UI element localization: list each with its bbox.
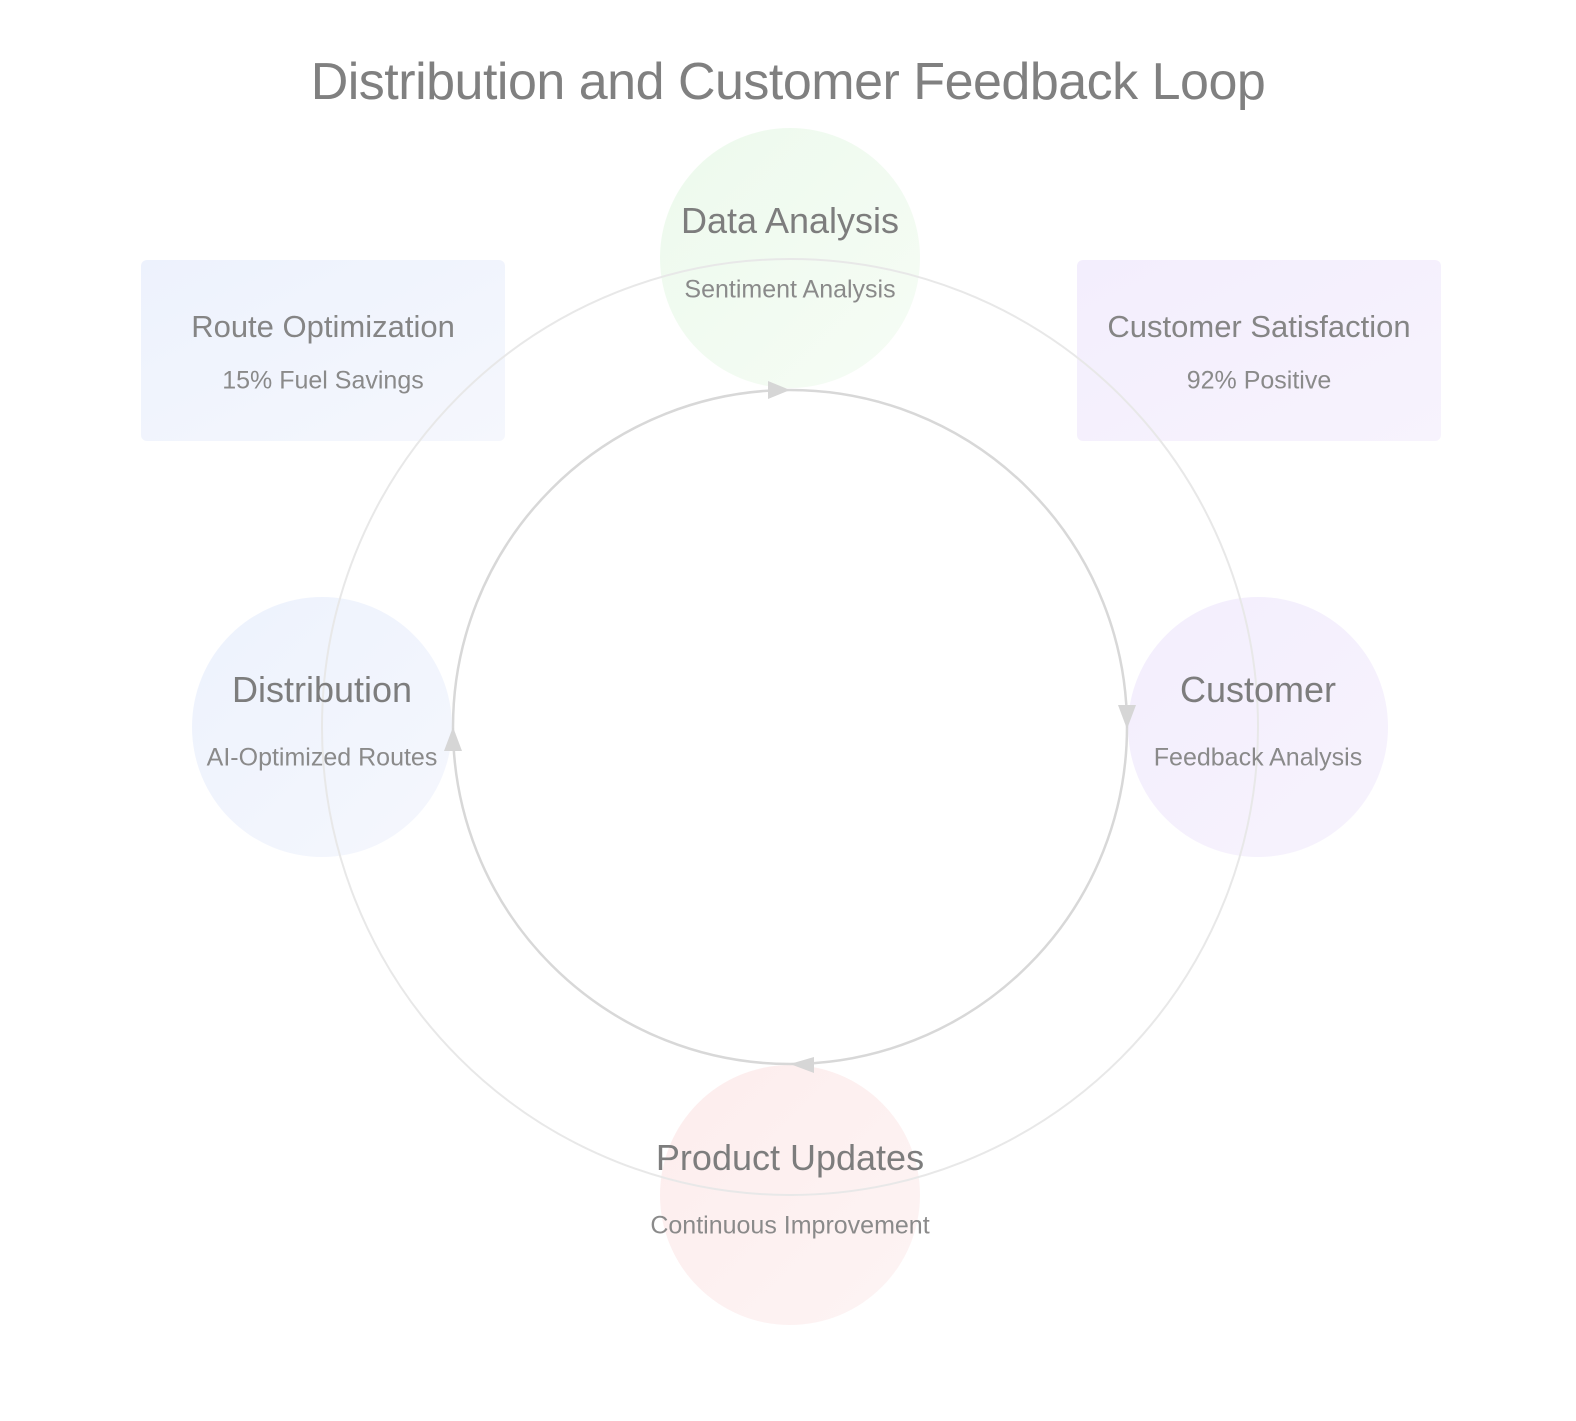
product-updates-subtitle: Continuous Improvement: [650, 1211, 930, 1240]
customer-subtitle: Feedback Analysis: [1153, 743, 1363, 772]
customer-satisfaction-box: [1077, 260, 1441, 441]
diagram-title: Distribution and Customer Feedback Loop: [310, 53, 1266, 111]
data-analysis-subtitle: Sentiment Analysis: [684, 275, 896, 304]
arrowhead-to-data-analysis: [768, 381, 790, 399]
arrowhead-to-customer: [1118, 705, 1136, 729]
customer-satisfaction-value: 92% Positive: [1186, 366, 1332, 395]
arrowhead-to-product-updates: [790, 1057, 814, 1073]
data-analysis-title: Data Analysis: [680, 200, 900, 241]
distribution-title: Distribution: [231, 669, 413, 710]
distribution-subtitle: AI-Optimized Routes: [206, 743, 438, 772]
inner-loop-ring: [451, 388, 1129, 1066]
customer-title: Customer: [1179, 669, 1337, 710]
outer-loop-ring: [321, 258, 1259, 1196]
arrowhead-to-distribution: [444, 727, 462, 751]
route-optimization-title: Route Optimization: [191, 309, 455, 344]
route-optimization-value: 15% Fuel Savings: [222, 366, 424, 395]
product-updates-title: Product Updates: [655, 1137, 925, 1178]
customer-satisfaction-title: Customer Satisfaction: [1107, 309, 1411, 344]
route-optimization-box: [141, 260, 505, 441]
